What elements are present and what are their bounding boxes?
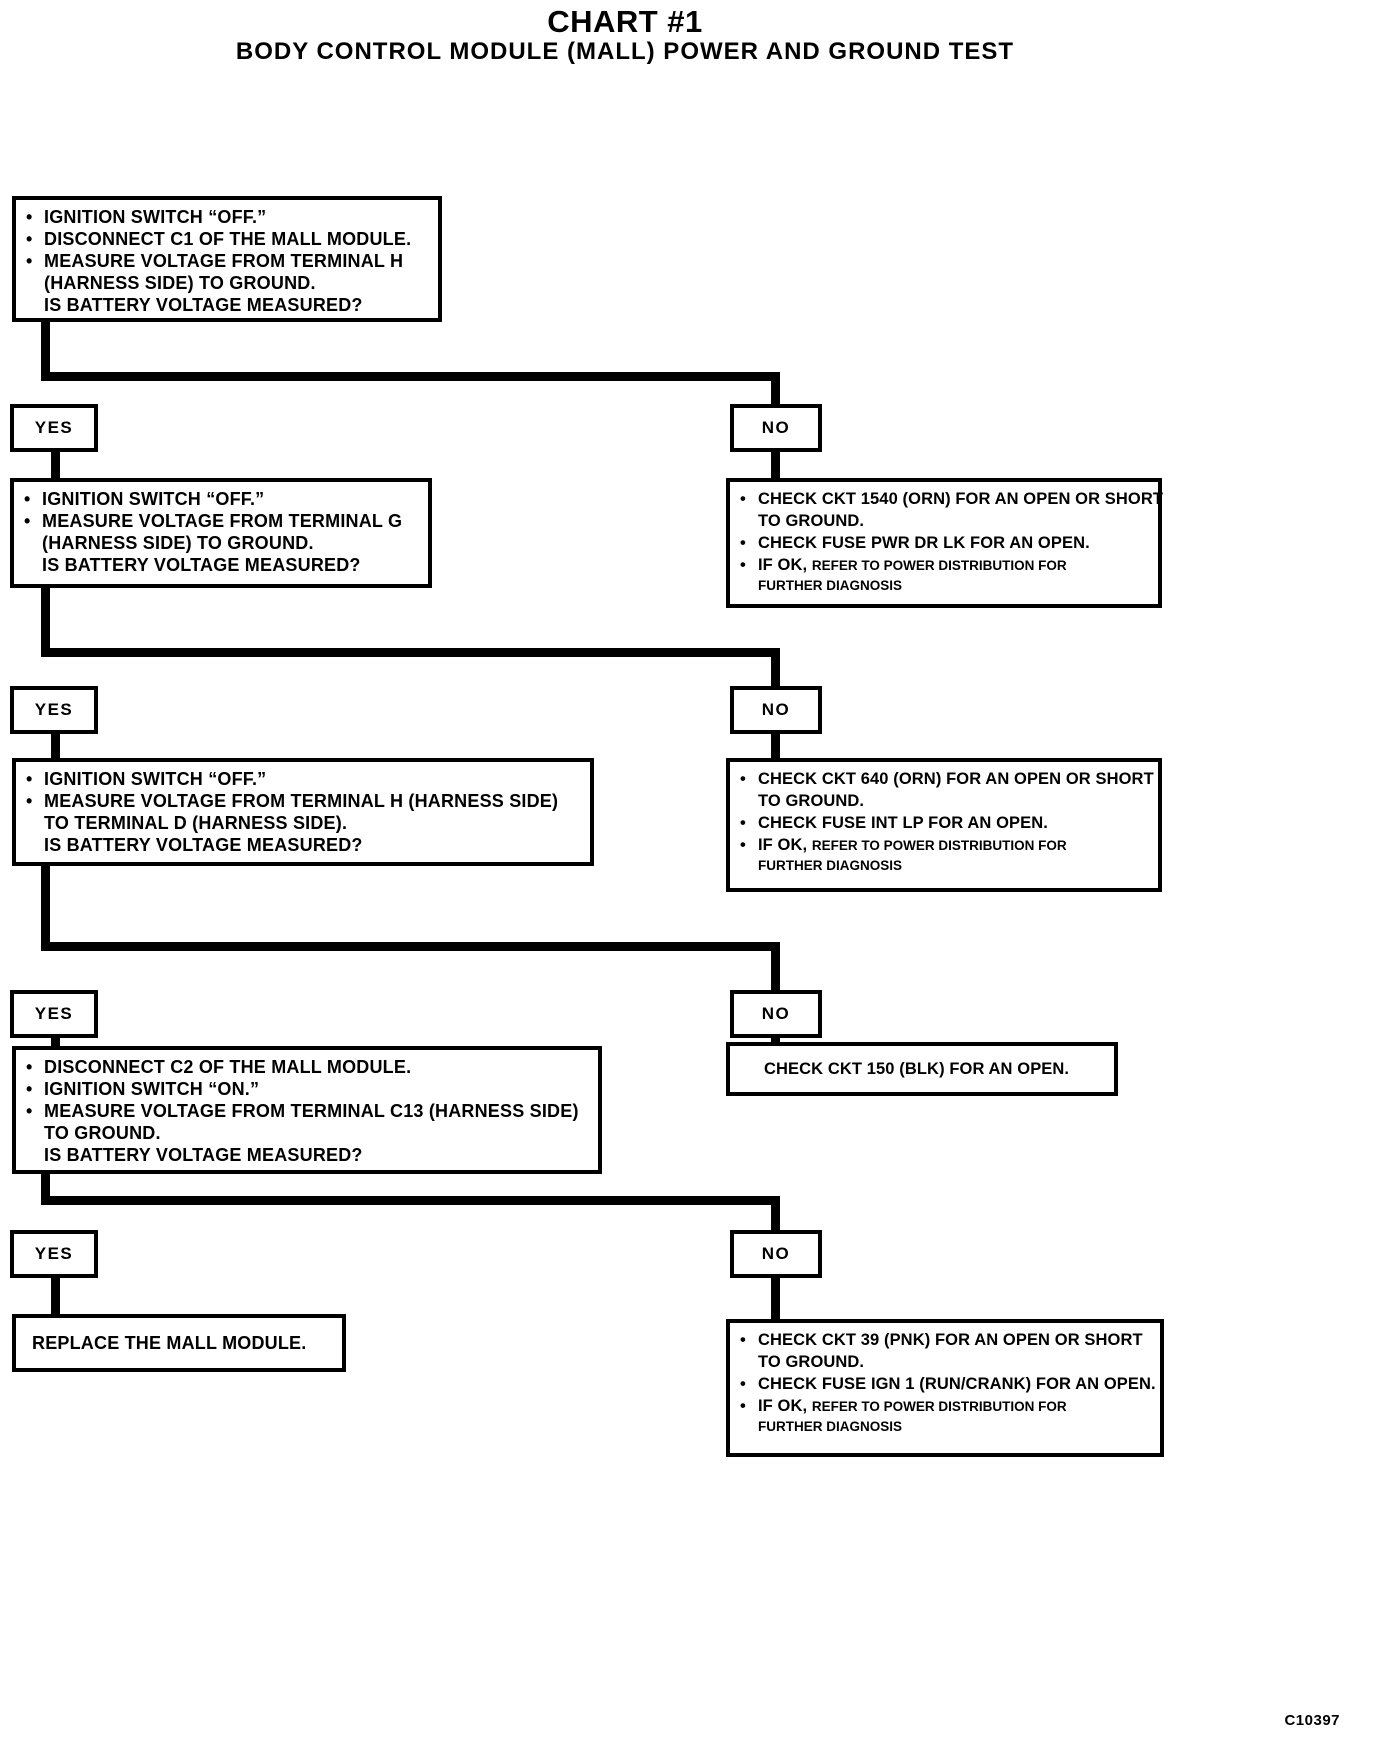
box-line: IGNITION SWITCH “OFF.”: [16, 206, 432, 228]
box-line: IGNITION SWITCH “OFF.”: [16, 768, 584, 790]
box-line: CHECK CKT 1540 (ORN) FOR AN OPEN OR SHOR…: [730, 488, 1163, 510]
box-line: MEASURE VOLTAGE FROM TERMINAL C13 (HARNE…: [16, 1100, 592, 1122]
box-line: IS BATTERY VOLTAGE MEASURED?: [44, 835, 363, 855]
connector-yes4-to-replace: [51, 1274, 60, 1316]
box-line: CHECK FUSE IGN 1 (RUN/CRANK) FOR AN OPEN…: [730, 1373, 1156, 1395]
box-line: CHECK CKT 640 (ORN) FOR AN OPEN OR SHORT: [730, 768, 1154, 790]
box-line: IF OK, REFER TO POWER DISTRIBUTION FOR: [730, 1395, 1154, 1418]
box-line: DISCONNECT C2 OF THE MALL MODULE.: [16, 1056, 592, 1078]
box-line: IS BATTERY VOLTAGE MEASURED?: [44, 295, 363, 315]
box-line: TO TERMINAL D (HARNESS SIDE).: [44, 813, 348, 833]
yes-branch-2: YES: [10, 686, 98, 734]
connector-no3-down: [771, 942, 780, 994]
box-line: (HARNESS SIDE) TO GROUND.: [42, 533, 314, 553]
chart-title: CHART #1: [547, 4, 703, 39]
connector-no1-down: [771, 372, 780, 408]
connector-q2-down: [41, 586, 50, 656]
action-box-ckt640: CHECK CKT 640 (ORN) FOR AN OPEN OR SHORT…: [726, 758, 1162, 892]
box-line: REPLACE THE MALL MODULE.: [32, 1333, 307, 1353]
action-box-ckt150: CHECK CKT 150 (BLK) FOR AN OPEN.: [726, 1042, 1118, 1096]
chart-subtitle: BODY CONTROL MODULE (MALL) POWER AND GRO…: [235, 38, 1015, 65]
yes-label: YES: [34, 1004, 74, 1023]
connector-no4-to-a4: [771, 1274, 780, 1321]
box-line: CHECK CKT 150 (BLK) FOR AN OPEN.: [764, 1060, 1070, 1078]
no-branch-3: NO: [730, 990, 822, 1038]
no-label: NO: [761, 1004, 791, 1023]
connector-q4-down: [41, 1170, 50, 1202]
connector-yes2-to-q3: [51, 730, 60, 762]
box-line: CHECK CKT 39 (PNK) FOR AN OPEN OR SHORT: [730, 1329, 1154, 1351]
connector-q1-down: [41, 318, 50, 378]
connector-no2-down: [771, 648, 780, 690]
box-line: IF OK, REFER TO POWER DISTRIBUTION FOR: [730, 834, 1152, 857]
no-branch-2: NO: [730, 686, 822, 734]
box-line: IS BATTERY VOLTAGE MEASURED?: [44, 1145, 363, 1165]
no-label: NO: [761, 700, 791, 719]
box-line: TO GROUND.: [758, 792, 865, 810]
yes-label: YES: [34, 1244, 74, 1263]
question-box-1: IGNITION SWITCH “OFF.” DISCONNECT C1 OF …: [12, 196, 442, 322]
box-line: (HARNESS SIDE) TO GROUND.: [44, 273, 316, 293]
yes-branch-4: YES: [10, 1230, 98, 1278]
box-line: FURTHER DIAGNOSIS: [758, 578, 903, 593]
box-line: TO GROUND.: [44, 1123, 161, 1143]
connector-no1-to-a1: [771, 448, 780, 482]
yes-label: YES: [34, 418, 74, 437]
connector-yes3-to-q4: [51, 1034, 60, 1050]
connector-q3-down: [41, 862, 50, 946]
box-line: IGNITION SWITCH “OFF.”: [14, 488, 422, 510]
box-line: DISCONNECT C1 OF THE MALL MODULE.: [16, 228, 432, 250]
connector-no2-to-a2: [771, 730, 780, 762]
yes-branch-3: YES: [10, 990, 98, 1038]
connector-no3-to-a3: [771, 1034, 780, 1046]
box-line: FURTHER DIAGNOSIS: [758, 858, 903, 873]
box-line: TO GROUND.: [758, 1353, 865, 1371]
connector-no4-down: [771, 1196, 780, 1234]
box-line: MEASURE VOLTAGE FROM TERMINAL G: [14, 510, 422, 532]
figure-code: C10397: [1284, 1712, 1340, 1729]
box-line: MEASURE VOLTAGE FROM TERMINAL H: [16, 250, 432, 272]
yes-branch-1: YES: [10, 404, 98, 452]
no-branch-4: NO: [730, 1230, 822, 1278]
yes-label: YES: [34, 700, 74, 719]
question-box-2: IGNITION SWITCH “OFF.” MEASURE VOLTAGE F…: [10, 478, 432, 588]
no-label: NO: [761, 1244, 791, 1263]
box-line: MEASURE VOLTAGE FROM TERMINAL H (HARNESS…: [16, 790, 584, 812]
action-box-replace-module: REPLACE THE MALL MODULE.: [12, 1314, 346, 1372]
box-line: IGNITION SWITCH “ON.”: [16, 1078, 592, 1100]
question-box-4: DISCONNECT C2 OF THE MALL MODULE. IGNITI…: [12, 1046, 602, 1174]
no-branch-1: NO: [730, 404, 822, 452]
box-line: TO GROUND.: [758, 512, 865, 530]
no-label: NO: [761, 418, 791, 437]
box-line: CHECK FUSE PWR DR LK FOR AN OPEN.: [730, 532, 1152, 554]
action-box-ckt1540: CHECK CKT 1540 (ORN) FOR AN OPEN OR SHOR…: [726, 478, 1163, 608]
connector-level1-horizontal: [41, 372, 780, 381]
box-line: FURTHER DIAGNOSIS: [758, 1419, 903, 1434]
box-line: IS BATTERY VOLTAGE MEASURED?: [42, 555, 361, 575]
action-box-ckt39: CHECK CKT 39 (PNK) FOR AN OPEN OR SHORT …: [726, 1319, 1164, 1457]
connector-level3-horizontal: [41, 942, 780, 951]
connector-yes1-to-q2: [51, 448, 60, 482]
connector-level4-horizontal: [41, 1196, 780, 1205]
connector-level2-horizontal: [41, 648, 780, 657]
box-line: IF OK, REFER TO POWER DISTRIBUTION FOR: [730, 554, 1152, 577]
question-box-3: IGNITION SWITCH “OFF.” MEASURE VOLTAGE F…: [12, 758, 594, 866]
box-line: CHECK FUSE INT LP FOR AN OPEN.: [730, 812, 1152, 834]
